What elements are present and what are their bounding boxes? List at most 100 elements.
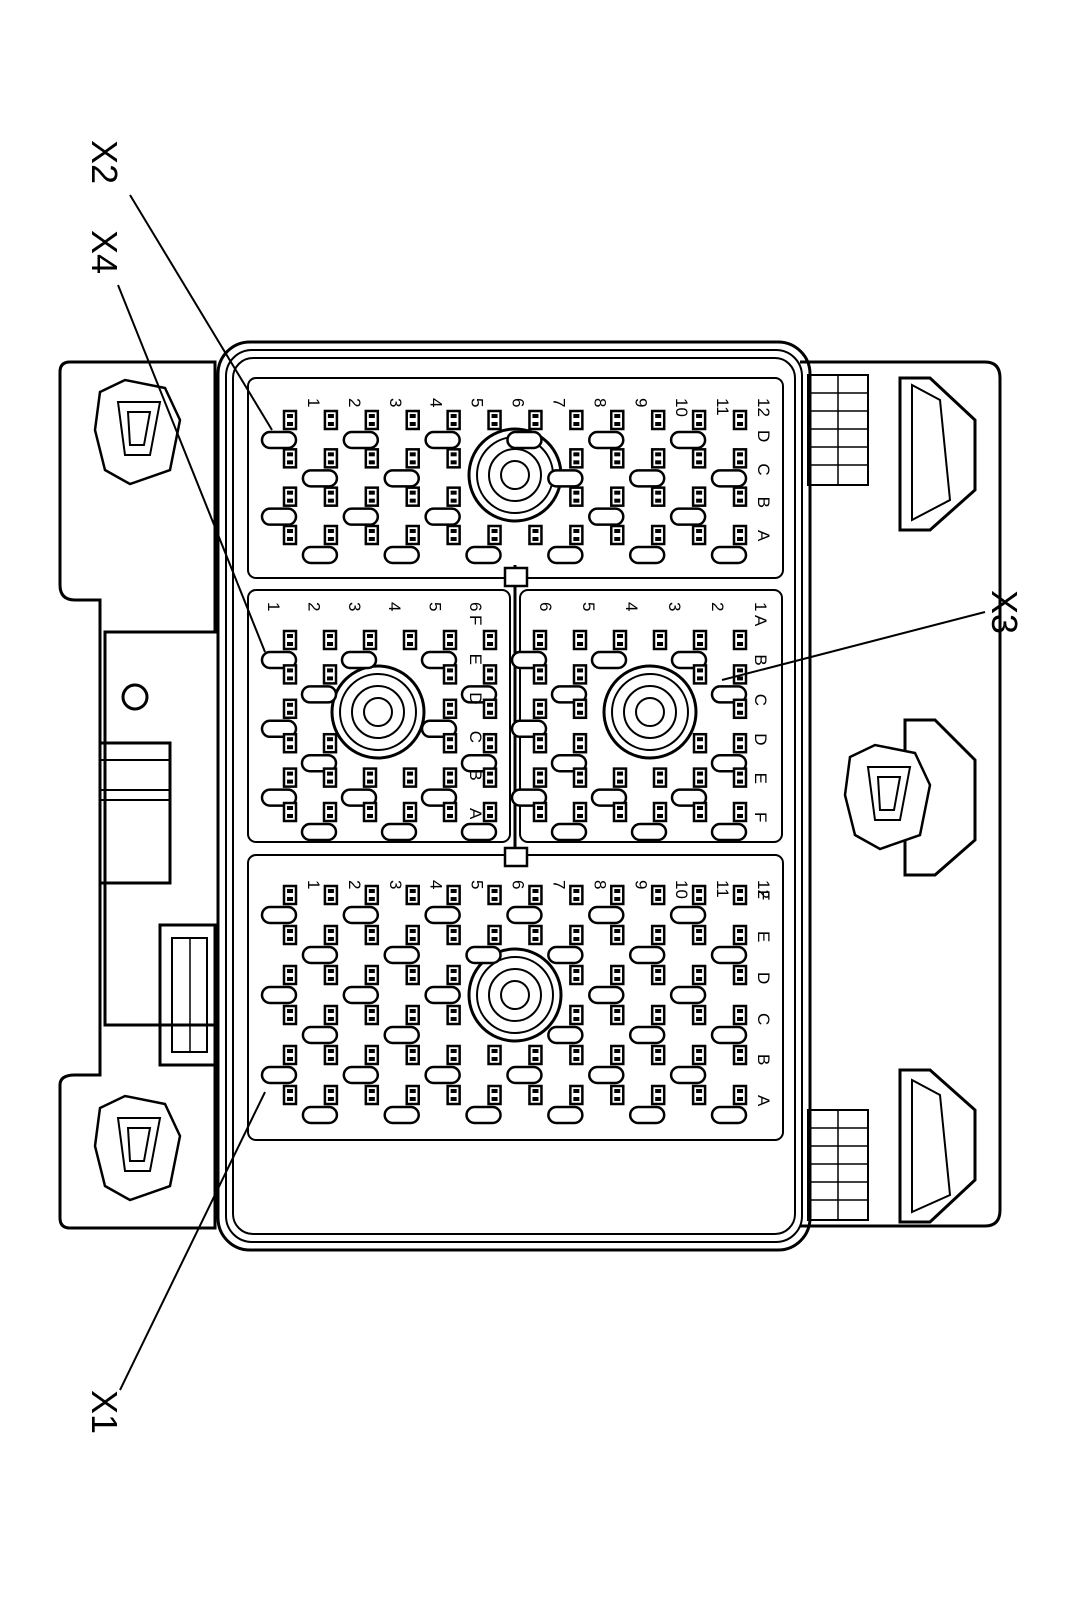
terminal-cavity: [323, 1004, 339, 1026]
terminal-cavity: [282, 801, 298, 823]
terminal-cavity: [282, 1084, 298, 1106]
x3-terminal-grid: [510, 629, 748, 842]
terminal-cavity: [650, 409, 666, 431]
terminal-cavity: [732, 629, 748, 651]
x4-connector-housing: [247, 589, 511, 843]
terminal-cavity: [732, 732, 748, 754]
terminal-cavity: [532, 732, 548, 754]
terminal-cavity: [364, 1044, 380, 1066]
pin-label-C: C: [754, 1013, 773, 1025]
terminal-cavity: [650, 524, 666, 546]
terminal-latch: [588, 507, 625, 526]
pin-label-1: 1: [751, 602, 770, 611]
terminal-cavity: [282, 629, 298, 651]
pin-label-8: 8: [590, 398, 609, 407]
push-pin-right: [843, 743, 932, 851]
x3-center-boss: [602, 664, 698, 760]
terminal-latch: [630, 822, 668, 842]
pin-label-11: 11: [713, 880, 732, 898]
terminal-cavity: [652, 629, 668, 651]
pin-label-9: 9: [631, 398, 650, 407]
terminal-cavity: [405, 924, 420, 946]
terminal-cavity: [482, 767, 498, 788]
pin-label-6: 6: [536, 602, 555, 611]
pin-label-A: A: [754, 1095, 773, 1107]
terminal-cavity: [323, 448, 339, 469]
terminal-cavity: [610, 409, 625, 431]
terminal-latch: [301, 469, 339, 488]
terminal-cavity: [282, 884, 298, 906]
terminal-latch: [590, 788, 628, 807]
terminal-cavity: [364, 409, 380, 431]
terminal-cavity: [323, 924, 339, 946]
terminal-cavity: [569, 884, 584, 906]
terminal-cavity: [569, 448, 584, 469]
pin-label-A: A: [754, 530, 773, 542]
terminal-latch: [260, 905, 298, 925]
terminal-cavity: [364, 1084, 380, 1106]
terminal-cavity: [282, 486, 298, 507]
terminal-cavity: [691, 1084, 707, 1106]
pin-label-B: B: [751, 654, 770, 665]
terminal-cavity: [446, 486, 461, 507]
terminal-cavity: [482, 732, 498, 754]
terminal-latch: [420, 788, 458, 807]
terminal-latch: [506, 1065, 543, 1085]
housing-inner-1: [225, 349, 803, 1243]
terminal-latch: [506, 905, 543, 925]
terminal-latch: [301, 1105, 339, 1125]
terminal-cavity: [569, 1004, 584, 1026]
terminal-cavity: [323, 1044, 339, 1066]
pin-label-4: 4: [622, 602, 641, 611]
terminal-cavity: [323, 1084, 339, 1106]
terminal-latch: [669, 985, 707, 1005]
pin-label-9: 9: [631, 880, 650, 889]
terminal-cavity: [732, 1084, 748, 1106]
right-rib-stack-bottom: [807, 1109, 869, 1221]
pin-label-E: E: [754, 931, 773, 942]
terminal-cavity: [691, 409, 707, 431]
terminal-cavity: [691, 924, 707, 946]
terminal-cavity: [569, 924, 584, 946]
terminal-cavity: [282, 732, 298, 754]
terminal-latch: [260, 430, 298, 450]
terminal-cavity: [528, 1044, 543, 1066]
terminal-cavity: [691, 964, 707, 986]
terminal-cavity: [402, 767, 418, 788]
terminal-cavity: [572, 664, 588, 685]
terminal-cavity: [691, 1044, 707, 1066]
terminal-cavity: [405, 486, 420, 507]
terminal-cavity: [405, 524, 420, 546]
pin-label-F: F: [751, 812, 770, 822]
terminal-cavity: [650, 448, 666, 469]
terminal-cavity: [446, 964, 461, 986]
terminal-cavity: [487, 524, 502, 546]
terminal-latch: [670, 650, 708, 670]
x4-callout: X4: [84, 230, 125, 274]
terminal-cavity: [692, 732, 708, 754]
terminal-latch: [710, 545, 748, 565]
divider-clip-top: [503, 566, 529, 588]
terminal-cavity: [650, 1084, 666, 1106]
pin-label-2: 2: [345, 398, 364, 407]
terminal-cavity: [364, 486, 380, 507]
terminal-cavity: [487, 1084, 502, 1106]
terminal-cavity: [732, 964, 748, 986]
terminal-cavity: [442, 801, 458, 823]
terminal-latch: [710, 469, 748, 488]
pin-label-3: 3: [386, 880, 405, 889]
pin-label-A: A: [466, 808, 485, 820]
terminal-cavity: [732, 801, 748, 823]
terminal-latch: [710, 685, 748, 704]
terminal-latch: [424, 1065, 461, 1085]
terminal-cavity: [610, 524, 625, 546]
pin-label-3: 3: [386, 398, 405, 407]
terminal-cavity: [732, 767, 748, 788]
terminal-latch: [300, 822, 338, 842]
terminal-cavity: [282, 767, 298, 788]
terminal-cavity: [732, 486, 748, 507]
terminal-cavity: [732, 409, 748, 431]
terminal-cavity: [282, 448, 298, 469]
terminal-cavity: [402, 801, 418, 823]
terminal-cavity: [446, 524, 461, 546]
